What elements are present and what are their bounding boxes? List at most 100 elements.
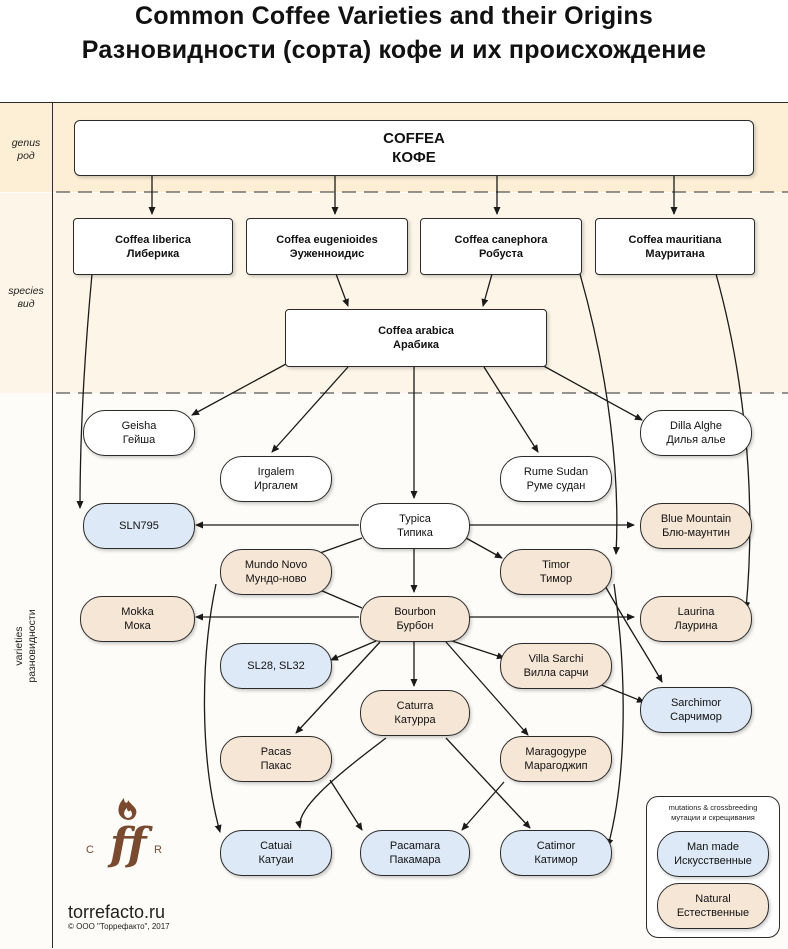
logo-letter-c: C [86,844,94,856]
species-liberica-en: Coffea liberica [115,233,191,246]
species-canephora-box: Coffea canephora Робуста [420,218,582,275]
arrow-bourbon-sl28 [330,640,377,661]
species-eugenioides-en: Coffea eugenioides [276,233,378,246]
legend-nat-en: Natural [695,893,731,905]
variety-geisha-en: Geisha [121,420,157,432]
variety-catimor-ru: Катимор [534,854,578,866]
arrow-timor-catimor [606,583,624,847]
arrow-arabica-irgalem [271,366,349,453]
variety-pacamara-ru: Пакамара [389,854,441,866]
row-label-genus-en: genus [11,137,41,149]
arrow-bourbon-villasarchi [451,640,505,660]
legend-man-made: Man made Искусственные [657,831,769,877]
legend: mutations & crossbreeding мутации и скре… [646,796,780,938]
legend-natural: Natural Естественные [657,883,769,929]
variety-irgalem: Irgalem Иргалем [220,456,332,502]
variety-caturra-ru: Катурра [394,714,436,726]
variety-sln-en: SLN795 [119,520,159,532]
species-arabica-ru: Арабика [393,339,439,351]
variety-caturra-en: Caturra [396,700,434,712]
variety-catimor-en: Catimor [536,840,576,852]
variety-villasarchi-ru: Вилла сарчи [523,667,589,679]
variety-bluemountain-en: Blue Mountain [660,513,732,525]
logo-letter-r: R [154,844,162,856]
band-dividers [56,191,788,394]
arrow-arabica-rume [483,366,539,453]
arrow-villasarchi-sarchimor [593,681,645,703]
variety-mokka-en: Mokka [121,606,154,618]
genus-coffea-en: COFFEA [383,130,445,147]
species-liberica-ru: Либерика [126,247,180,260]
arrow-bourbon-maragogype [445,641,529,736]
arrow-typica-timor [465,537,503,559]
species-eugenioides-box: Coffea eugenioides Эуженноидис [246,218,408,275]
species-liberica-box: Coffea liberica Либерика [73,218,233,275]
row-label-species-ru: вид [17,298,35,310]
variety-rume-ru: Руме судан [526,480,586,492]
title-en: Common Coffee Varieties and their Origin… [134,2,654,30]
variety-bourbon-ru: Бурбон [396,620,434,632]
variety-catuai: Catuai Катуаи [220,830,332,876]
variety-sarchimor-ru: Сарчимор [670,711,722,723]
variety-rume-sudan: Rume Sudan Руме судан [500,456,612,502]
row-label-species-en: species [8,285,44,297]
variety-mundo-novo: Mundo Novo Мундо-ново [220,549,332,595]
variety-villasarchi-en: Villa Sarchi [528,653,584,665]
variety-typica-en: Typica [399,513,431,525]
variety-dilla-alghe: Dilla Alghe Дилья алье [640,410,752,456]
variety-maragogype: Maragogype Марагоджип [500,736,612,782]
legend-title-en: mutations & crossbreeding [668,803,758,812]
species-mauritiana-box: Coffea mauritiana Мауритана [595,218,755,275]
variety-laurina-en: Laurina [677,606,715,618]
legend-title: mutations & crossbreeding мутации и скре… [647,803,779,823]
legend-title-ru: мутации и скрещивания [671,813,755,822]
variety-laurina: Laurina Лаурина [640,596,752,642]
variety-geisha: Geisha Гейша [83,410,195,456]
variety-typica: Typica Типика [360,503,470,549]
variety-typica-ru: Типика [397,527,433,539]
variety-bourbon: Bourbon Бурбон [360,596,470,642]
variety-sl28-en: SL28, SL32 [247,660,305,672]
species-arabica-box: Coffea arabica Арабика [285,309,547,367]
arrow-liberica-sln [76,273,93,509]
species-mauritiana-ru: Мауритана [645,247,705,260]
brand-site: torrefacto.ru [68,902,166,922]
variety-maragogype-ru: Марагоджип [524,760,588,772]
arrow-arabica-geisha [191,363,287,416]
arrows [76,176,751,847]
logo-mark: ff [110,819,147,870]
variety-mokka: Mokka Мока [80,596,195,642]
variety-caturra: Caturra Катурра [360,690,470,736]
variety-rume-en: Rume Sudan [523,466,589,478]
variety-mokka-ru: Мока [124,620,151,632]
row-label-species: species вид [0,285,52,311]
variety-timor-ru: Тимор [539,573,573,585]
arrow-eugenioides-arabica [335,273,349,307]
variety-villa-sarchi: Villa Sarchi Вилла сарчи [500,643,612,689]
arrow-mundonovo-catuai [203,583,222,833]
row-label-genus-ru: род [17,150,35,162]
species-arabica-en: Coffea arabica [378,325,454,337]
variety-bluemountain-ru: Блю-маунтин [662,527,730,539]
variety-geisha-ru: Гейша [122,434,156,446]
arrow-pacas-pacamara [329,779,363,831]
species-canephora-en: Coffea canephora [454,233,548,246]
variety-mundonovo-en: Mundo Novo [244,559,308,571]
variety-laurina-ru: Лаурина [674,620,718,632]
variety-timor-en: Timor [542,559,570,571]
species-eugenioides-ru: Эуженноидис [289,247,365,260]
brand-copyright: © ООО "Торрефакто", 2017 [68,922,170,931]
species-canephora-ru: Робуста [479,247,523,260]
arrow-arabica-dilla [539,363,643,421]
arrow-canephora-timor [579,273,620,555]
arrow-caturra-catimor [445,737,531,829]
species-mauritiana-en: Coffea mauritiana [628,233,722,246]
variety-sarchimor: Sarchimor Сарчимор [640,687,752,733]
variety-catimor: Catimor Катимор [500,830,612,876]
arrow-canephora-arabica [481,273,493,307]
genus-coffea-box: COFFEA КОФЕ [74,120,754,176]
arrow-caturra-catuai [295,737,387,829]
variety-pacamara: Pacamara Пакамара [360,830,470,876]
variety-blue-mountain: Blue Mountain Блю-маунтин [640,503,752,549]
